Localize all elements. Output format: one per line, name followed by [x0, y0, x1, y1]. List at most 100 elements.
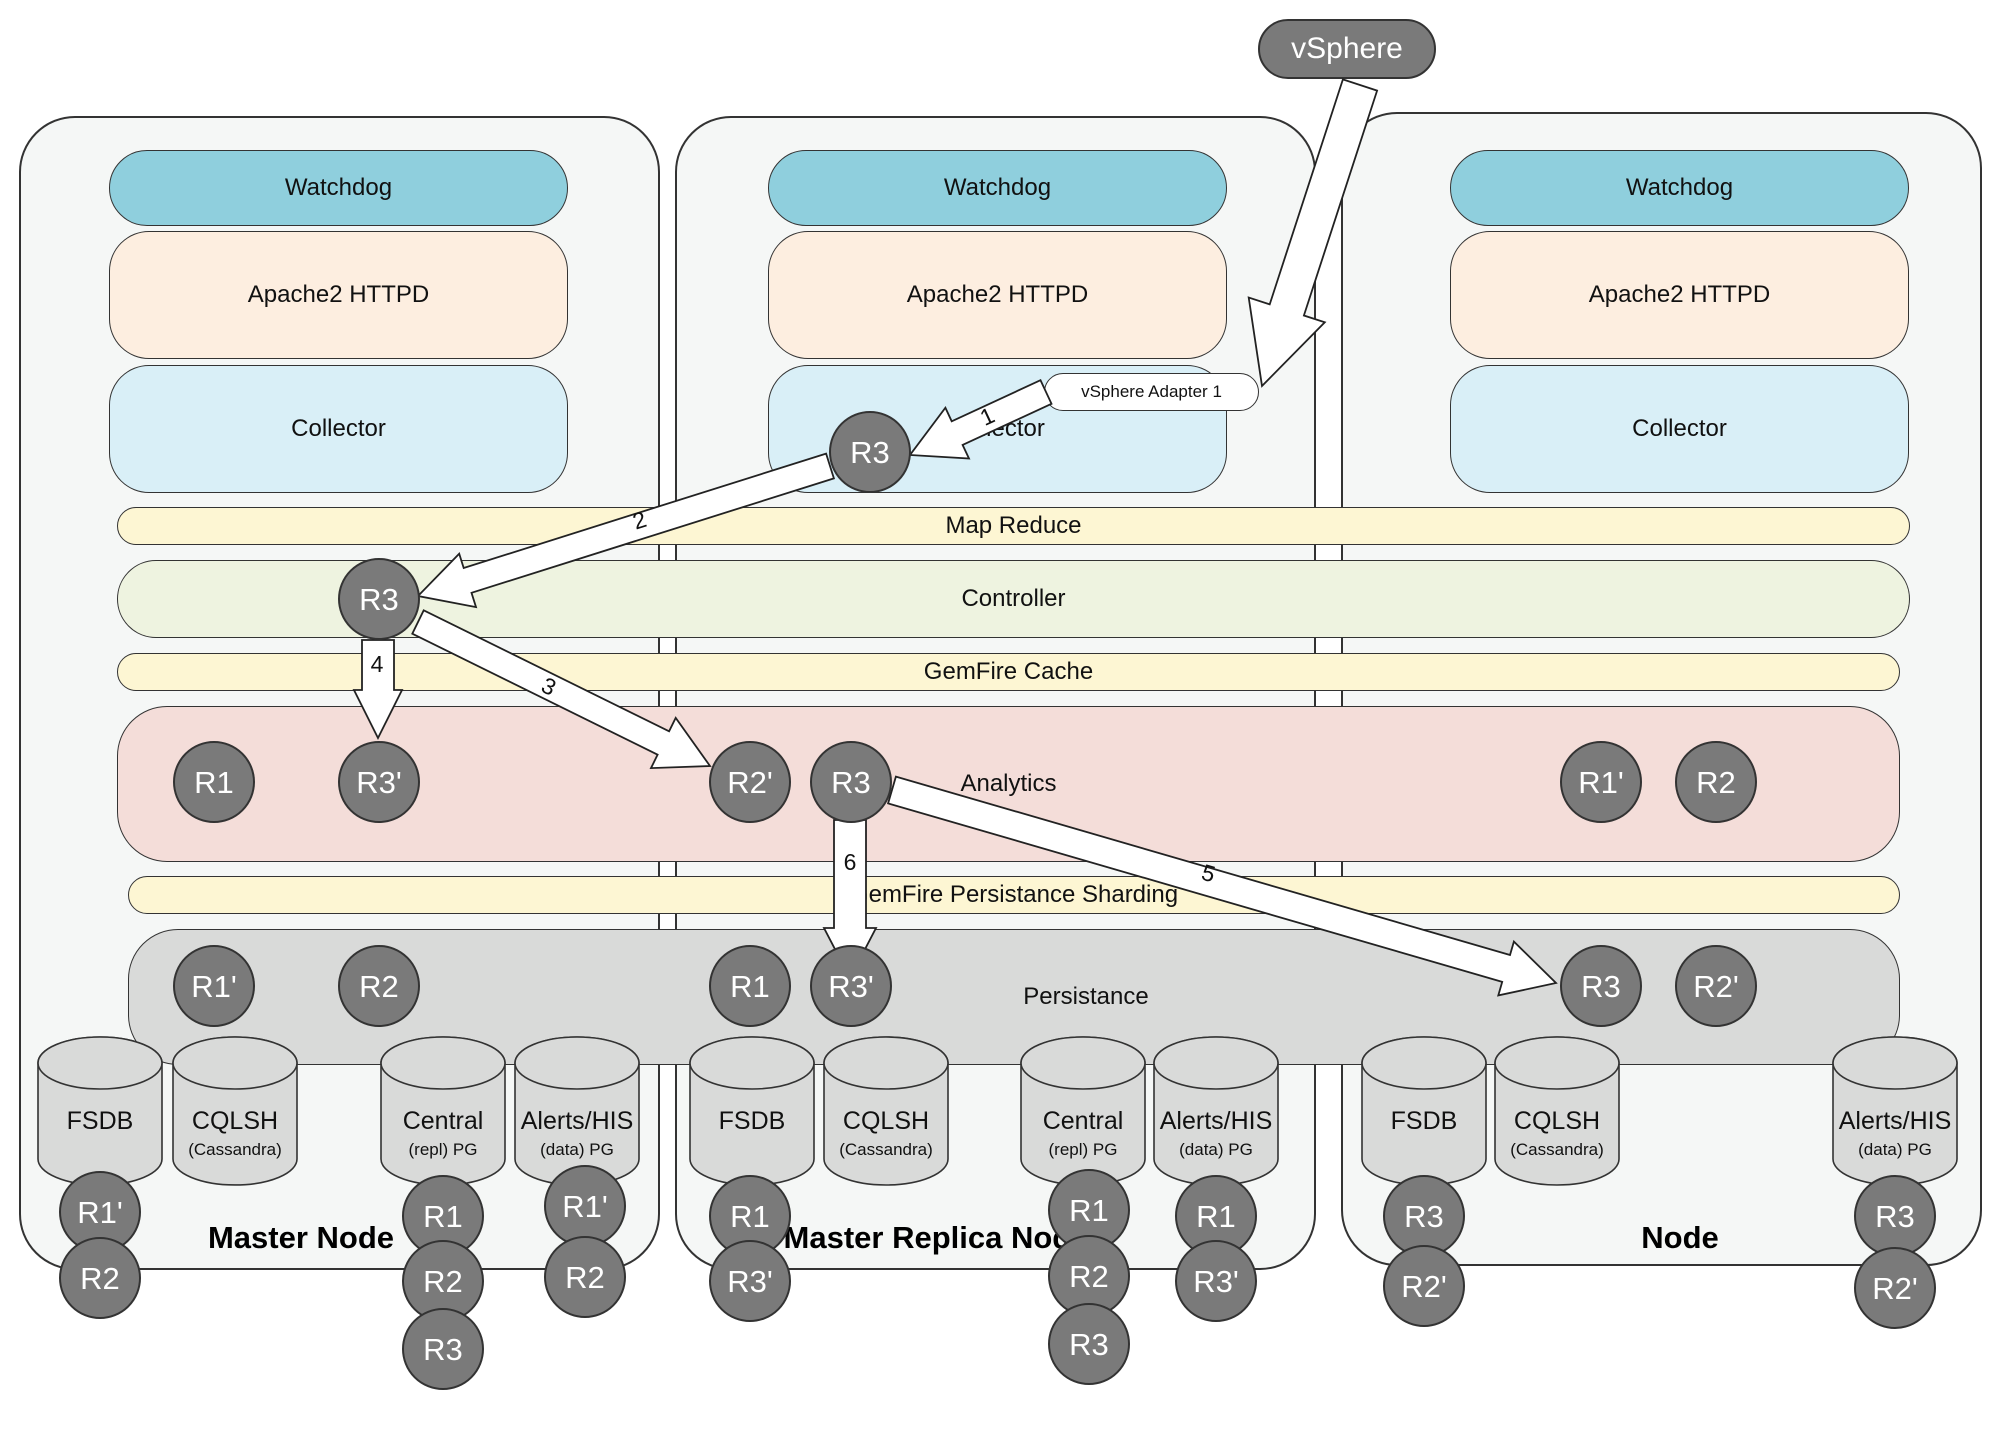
master-cqlsh-db-sublabel: (Cassandra) — [188, 1140, 282, 1159]
sharding-band: GemFire Persistance Sharding — [128, 876, 1900, 914]
master-watchdog: Watchdog — [109, 150, 568, 226]
replica-alerts-replica-2-label: R3' — [1193, 1264, 1239, 1299]
master-central-replica-1-label: R1 — [423, 1199, 463, 1234]
controller-r3-label: R3 — [359, 582, 399, 617]
replica-collector-r3: R3 — [829, 411, 911, 493]
replica-alerts-db: Alerts/HIS(data) PG — [1153, 1036, 1279, 1186]
replica-central-db-label: Central — [1043, 1107, 1124, 1135]
master-node-title: Master Node — [207, 1220, 395, 1255]
persistance-label: Persistance — [1023, 983, 1149, 1010]
persistance-replica-4-label: R3' — [828, 969, 874, 1004]
node-alerts-db-sublabel: (data) PG — [1858, 1140, 1932, 1159]
replica-central-replica-3: R3 — [1048, 1303, 1130, 1385]
node-title: Node — [1641, 1220, 1719, 1255]
gemfire-cache-label: GemFire Cache — [923, 658, 1094, 685]
replica-cqlsh-db: CQLSH (Cassandra) — [823, 1036, 949, 1186]
persistance-replica-1: R1' — [173, 945, 255, 1027]
persistance-replica-3-label: R1 — [730, 969, 770, 1004]
node-fsdb-db: FSDB — [1361, 1036, 1487, 1186]
analytics-replica-4-label: R3 — [831, 765, 871, 800]
master-alerts-replica-2: R2 — [544, 1236, 626, 1318]
node-alerts-db: Alerts/HIS (data) PG — [1832, 1036, 1958, 1186]
master-alerts-db: Alerts/HIS (data) PG — [514, 1036, 640, 1186]
replica-watchdog-label: Watchdog — [943, 174, 1052, 201]
replica-watchdog: Watchdog — [768, 150, 1227, 226]
replica-cqlsh-db-sublabel: (Cassandra) — [839, 1140, 933, 1159]
replica-fsdb-replica-2: R3' — [709, 1240, 791, 1322]
replica-central-db-sublabel: (repl) PG — [1049, 1140, 1118, 1159]
replica-httpd-label: Apache2 HTTPD — [906, 281, 1089, 308]
analytics-replica-4: R3 — [810, 741, 892, 823]
master-alerts-replica-2-label: R2 — [565, 1260, 605, 1295]
replica-fsdb-db-label: FSDB — [719, 1107, 786, 1135]
node-alerts-replica-2: R2' — [1854, 1247, 1936, 1329]
master-fsdb-db: FSDB — [37, 1036, 163, 1186]
analytics-replica-1-label: R1 — [194, 765, 234, 800]
master-collector-label: Collector — [291, 415, 386, 442]
replica-alerts-db-label: Alerts/HIS — [1160, 1107, 1273, 1135]
master-httpd: Apache2 HTTPD — [109, 231, 568, 359]
arrow-2: 2 — [416, 452, 836, 609]
master-central-db: Central (repl) PG — [380, 1036, 506, 1186]
node-fsdb-replica-2-label: R2' — [1401, 1269, 1447, 1304]
master-replica-node-title: Master Replica Node — [783, 1220, 1089, 1255]
replica-alerts-replica-2: R3' — [1175, 1240, 1257, 1322]
master-cqlsh-db: CQLSH (Cassandra) — [172, 1036, 298, 1186]
map-reduce-band: Map Reduce — [117, 507, 1910, 545]
arrow-4: 4 — [352, 639, 404, 741]
arrow-5: 5 — [886, 775, 1558, 997]
persistance-replica-2-label: R2 — [359, 969, 399, 1004]
persistance-replica-5: R3 — [1560, 945, 1642, 1027]
vsphere-adapter-label: vSphere Adapter 1 — [1081, 382, 1222, 401]
controller-r3: R3 — [338, 558, 420, 640]
node-alerts-db-label: Alerts/HIS — [1839, 1107, 1952, 1135]
node-httpd-label: Apache2 HTTPD — [1588, 281, 1771, 308]
persistance-replica-5-label: R3 — [1581, 969, 1621, 1004]
replica-fsdb-replica-1-label: R1 — [730, 1199, 770, 1234]
master-httpd-label: Apache2 HTTPD — [247, 281, 430, 308]
replica-collector-r3-label: R3 — [850, 435, 890, 470]
arrow-vsphere-adapter — [1247, 78, 1379, 388]
arrow-3: 3 — [411, 609, 712, 770]
node-watchdog: Watchdog — [1450, 150, 1909, 226]
master-central-replica-3-label: R3 — [423, 1332, 463, 1367]
replica-central-replica-2: R2 — [1048, 1235, 1130, 1317]
node-collector: Collector — [1450, 365, 1909, 493]
master-alerts-db-sublabel: (data) PG — [540, 1140, 614, 1159]
master-central-replica-2-label: R2 — [423, 1264, 463, 1299]
node-alerts-replica-1-label: R3 — [1875, 1199, 1915, 1234]
master-central-db-sublabel: (repl) PG — [409, 1140, 478, 1159]
arrow-1: 1 — [908, 379, 1053, 460]
analytics-replica-3-label: R2' — [727, 765, 773, 800]
replica-fsdb-db: FSDB — [689, 1036, 815, 1186]
replica-central-replica-1-label: R1 — [1069, 1193, 1109, 1228]
master-alerts-db-label: Alerts/HIS — [521, 1107, 634, 1135]
node-collector-label: Collector — [1632, 415, 1727, 442]
node-fsdb-replica-2: R2' — [1383, 1245, 1465, 1327]
replica-fsdb-replica-2-label: R3' — [727, 1264, 773, 1299]
master-collector: Collector — [109, 365, 568, 493]
master-cqlsh-db-label: CQLSH — [192, 1107, 278, 1135]
controller-label: Controller — [961, 585, 1066, 612]
master-watchdog-label: Watchdog — [284, 174, 393, 201]
replica-httpd: Apache2 HTTPD — [768, 231, 1227, 359]
analytics-replica-6-label: R2 — [1696, 765, 1736, 800]
analytics-label: Analytics — [960, 770, 1057, 797]
vsphere-pill: vSphere — [1258, 19, 1436, 79]
replica-central-replica-1: R1 — [1048, 1169, 1130, 1251]
persistance-replica-1-label: R1' — [191, 969, 237, 1004]
master-central-db-label: Central — [403, 1107, 484, 1135]
arrow-6-label: 6 — [844, 849, 857, 875]
replica-central-db: Central (repl) PG — [1020, 1036, 1146, 1186]
analytics-replica-5: R1' — [1560, 741, 1642, 823]
analytics-replica-6: R2 — [1675, 741, 1757, 823]
master-alerts-replica-1-label: R1' — [562, 1189, 608, 1224]
analytics-replica-3: R2' — [709, 741, 791, 823]
persistance-replica-6: R2' — [1675, 945, 1757, 1027]
master-fsdb-replica-1: R1' — [59, 1171, 141, 1253]
replica-cqlsh-db-label: CQLSH — [843, 1107, 929, 1135]
map-reduce-label: Map Reduce — [945, 512, 1082, 539]
node-cqlsh-db: CQLSH(Cassandra) — [1494, 1036, 1620, 1186]
node-alerts-replica-1: R3 — [1854, 1175, 1936, 1257]
